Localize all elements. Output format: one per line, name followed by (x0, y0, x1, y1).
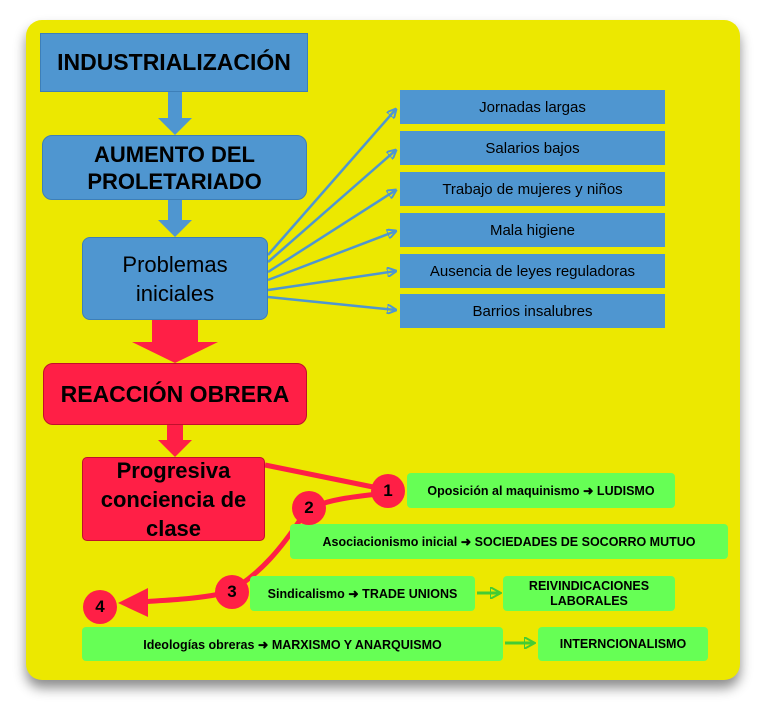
stage-number-3: 3 (215, 575, 249, 609)
stage-number-4: 4 (83, 590, 117, 624)
reaccion-obrera-node[interactable]: REACCIÓN OBRERA (43, 363, 307, 425)
problem-item[interactable]: Jornadas largas (400, 90, 665, 124)
arrow-to-stage-4 (118, 588, 148, 617)
problem-item[interactable]: Barrios insalubres (400, 294, 665, 328)
conciencia-clase-node[interactable]: Progresiva conciencia de clase (82, 457, 265, 541)
internacionalismo-box[interactable]: INTERNCIONALISMO (538, 627, 708, 661)
problem-item[interactable]: Trabajo de mujeres y niños (400, 172, 665, 206)
problem-item[interactable]: Ausencia de leyes reguladoras (400, 254, 665, 288)
stage-1-box[interactable]: Oposición al maquinismo ➜ LUDISMO (407, 473, 675, 508)
problem-item[interactable]: Salarios bajos (400, 131, 665, 165)
blue-down-arrows (158, 92, 192, 237)
red-down-arrows (132, 320, 218, 457)
stage-number-1: 1 (371, 474, 405, 508)
concept-map-canvas (26, 20, 740, 680)
reivindicaciones-box[interactable]: REIVINDICACIONES LABORALES (503, 576, 675, 611)
stage-number-2: 2 (292, 491, 326, 525)
problem-item[interactable]: Mala higiene (400, 213, 665, 247)
aumento-proletariado-node[interactable]: AUMENTO DEL PROLETARIADO (42, 135, 307, 200)
problemas-iniciales-node[interactable]: Problemas iniciales (82, 237, 268, 320)
stage-4-box[interactable]: Ideologías obreras ➜ MARXISMO Y ANARQUIS… (82, 627, 503, 661)
stage-2-box[interactable]: Asociacionismo inicial ➜ SOCIEDADES DE S… (290, 524, 728, 559)
industrializacion-node[interactable]: INDUSTRIALIZACIÓN (40, 33, 308, 92)
result-arrows (477, 593, 534, 643)
problem-arrows (267, 109, 396, 310)
stage-3-box[interactable]: Sindicalismo ➜ TRADE UNIONS (250, 576, 475, 611)
